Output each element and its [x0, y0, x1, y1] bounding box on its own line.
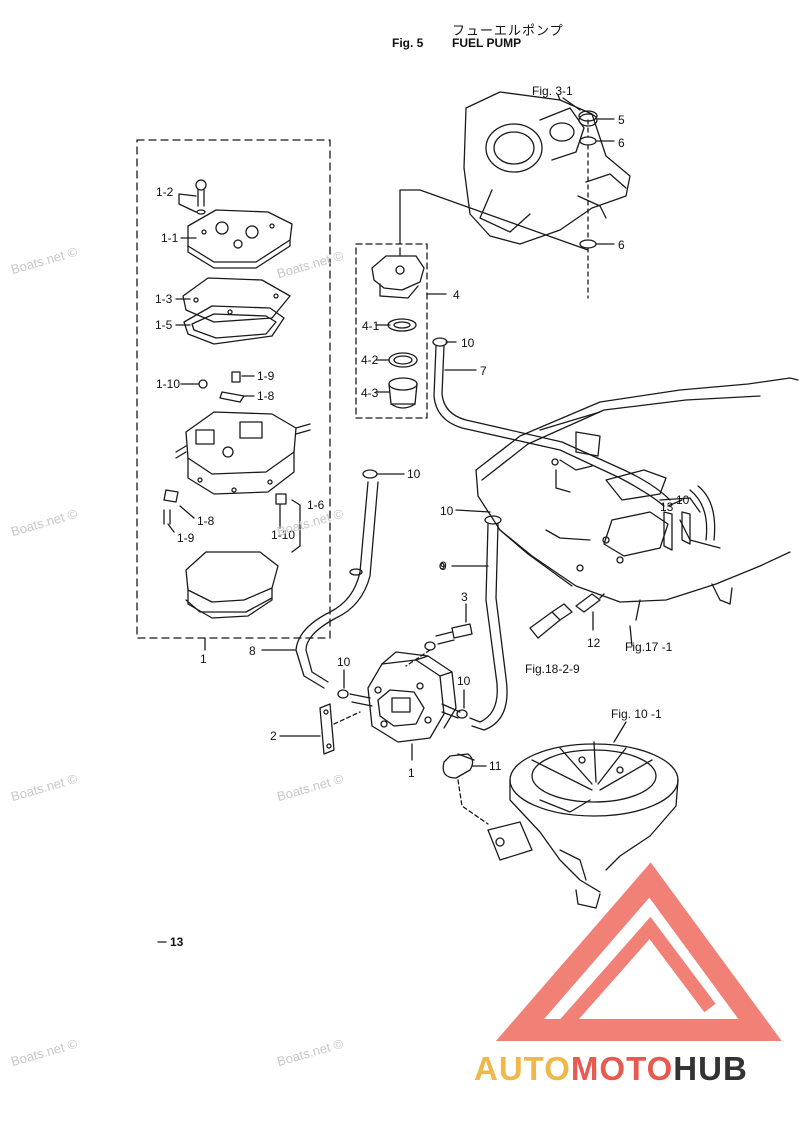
- assembly-1-dashed-box: [136, 139, 331, 639]
- callout-10-b: 10: [407, 467, 421, 481]
- automotohub-logo-mark: [495, 862, 782, 1041]
- callout-10-d: 10: [676, 493, 690, 507]
- callout-1-5: 1-5: [155, 318, 173, 332]
- engine-bracket-fig-3-1: [463, 91, 631, 245]
- hose-7: [433, 345, 716, 541]
- hose-9: [469, 515, 508, 731]
- callout-10-a: 10: [461, 336, 475, 350]
- callout-5: 5: [618, 113, 625, 127]
- callout-1-10-bottom: 1-10: [271, 528, 296, 542]
- callout-10-f: 10: [457, 674, 471, 688]
- callout-1-6: 1-6: [307, 498, 325, 512]
- callout-13: 13: [660, 500, 674, 514]
- part-4-2-element: [388, 352, 418, 368]
- logo-part-auto: AUTO: [474, 1050, 571, 1087]
- callout-11: 11: [489, 759, 502, 773]
- callout-4-3: 4-3: [361, 386, 379, 400]
- callout-1-1: 1-1: [161, 231, 179, 245]
- part-3-bolt: [424, 623, 473, 651]
- callout-2: 2: [270, 729, 277, 743]
- bottom-cowling-fig-17-1: [475, 377, 799, 621]
- callout-10-c: 10: [440, 504, 454, 518]
- ref-fig-17-1: Fig.17 -1: [625, 640, 673, 654]
- page-title: FUEL PUMP: [452, 36, 522, 50]
- part-12-connector: [529, 593, 605, 639]
- logo-part-hub: HUB: [673, 1050, 748, 1087]
- part-4-3-bowl: [388, 377, 418, 409]
- ref-fig-18-2-9: Fig.18-2-9: [525, 662, 580, 676]
- part-4-1-oring: [387, 318, 417, 332]
- title-japanese: フューエルポンプ: [452, 23, 564, 38]
- callout-1-9-bottom: 1-9: [177, 531, 195, 545]
- automotohub-logo-text: AUTOMOTOHUB: [474, 1050, 748, 1088]
- callout-1-3: 1-3: [155, 292, 173, 306]
- ref-fig-10-1: Fig. 10 -1: [611, 707, 662, 721]
- callout-1-9-top: 1-9: [257, 369, 275, 383]
- hose-8: [295, 469, 379, 689]
- part-1-2-screw: [195, 179, 207, 215]
- housing-fig-10-1: [487, 741, 679, 909]
- callout-1-assembly: 1: [200, 652, 207, 666]
- callout-4-2: 4-2: [361, 353, 379, 367]
- part-1-lower-half: [185, 551, 279, 619]
- callout-7: 7: [480, 364, 487, 378]
- callout-1-10-top: 1-10: [156, 377, 181, 391]
- callout-4: 4: [453, 288, 460, 302]
- part-4-filter-cup: [371, 247, 425, 299]
- part-1-pump-body: [175, 411, 311, 495]
- callout-10-e: 10: [337, 655, 351, 669]
- assembly-4-dashed-box: [355, 243, 428, 419]
- callout-6-top: 6: [618, 136, 625, 150]
- callout-6-bottom: 6: [618, 238, 625, 252]
- callout-12: 12: [587, 636, 601, 650]
- part-1-fuel-pump: [349, 651, 461, 743]
- page-number: 13: [170, 935, 184, 949]
- part-1-1-cover: [187, 209, 293, 269]
- ref-fig-3-1: Fig. 3-1: [532, 84, 573, 98]
- logo-part-moto: MOTO: [570, 1050, 674, 1087]
- callout-8: 8: [249, 644, 256, 658]
- figure-number: Fig. 5: [392, 36, 424, 50]
- callout-9: 9: [440, 559, 447, 573]
- part-11-clamp: [442, 753, 475, 779]
- callout-3: 3: [461, 590, 468, 604]
- callout-4-1: 4-1: [362, 319, 380, 333]
- callout-1-8-top: 1-8: [257, 389, 275, 403]
- callout-1-8-bottom: 1-8: [197, 514, 215, 528]
- part-2-bracket: [319, 703, 335, 755]
- callout-1-pump: 1: [408, 766, 415, 780]
- part-1-5-gasket: [183, 305, 285, 345]
- callout-1-2: 1-2: [156, 185, 174, 199]
